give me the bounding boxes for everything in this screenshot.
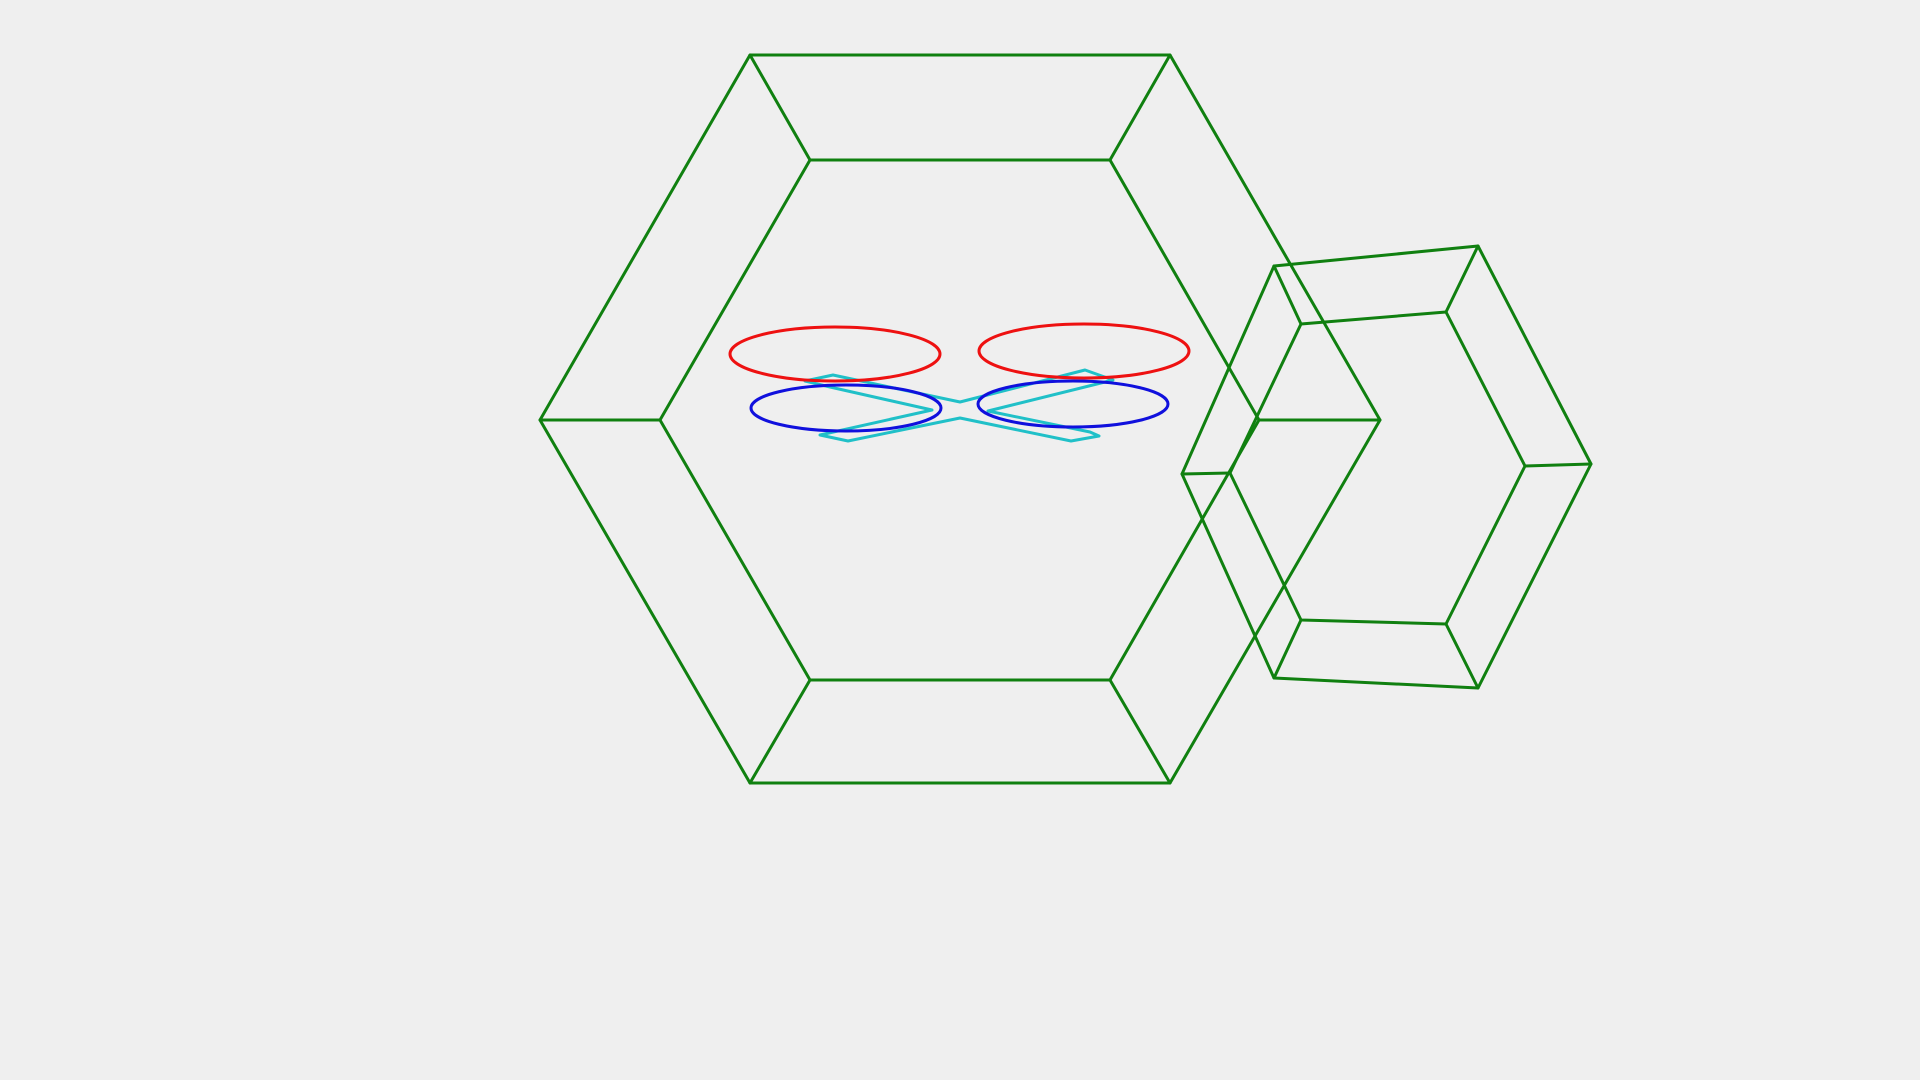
quadcopter-drone bbox=[728, 322, 1191, 443]
rotor-rear-left bbox=[728, 325, 942, 383]
rotor-rear-right bbox=[977, 322, 1191, 380]
rotor-front-left bbox=[749, 383, 943, 433]
gate-inner-hexagon bbox=[658, 158, 1261, 682]
gate-connector-bottom-left bbox=[748, 678, 812, 785]
gate-connector-top-left bbox=[748, 53, 812, 162]
tilted-gate-inner-hexagon bbox=[1228, 310, 1527, 626]
tilted-gate-connector-5 bbox=[1272, 618, 1303, 680]
rotor-front-right bbox=[976, 379, 1170, 429]
tilted-gate-connector-4 bbox=[1444, 622, 1480, 690]
gate-connector-top-right bbox=[1108, 53, 1172, 162]
drone-x-frame bbox=[803, 368, 1115, 443]
tilted-hexagonal-gate bbox=[1180, 244, 1593, 690]
tilted-gate-connector-6 bbox=[1180, 471, 1232, 476]
tilted-gate-connector-1 bbox=[1272, 264, 1303, 326]
tilted-gate-connector-2 bbox=[1444, 244, 1480, 314]
tilted-gate-connector-3 bbox=[1523, 462, 1593, 468]
front-hexagonal-gate bbox=[538, 53, 1382, 785]
gate-connector-bottom-right bbox=[1108, 678, 1172, 785]
